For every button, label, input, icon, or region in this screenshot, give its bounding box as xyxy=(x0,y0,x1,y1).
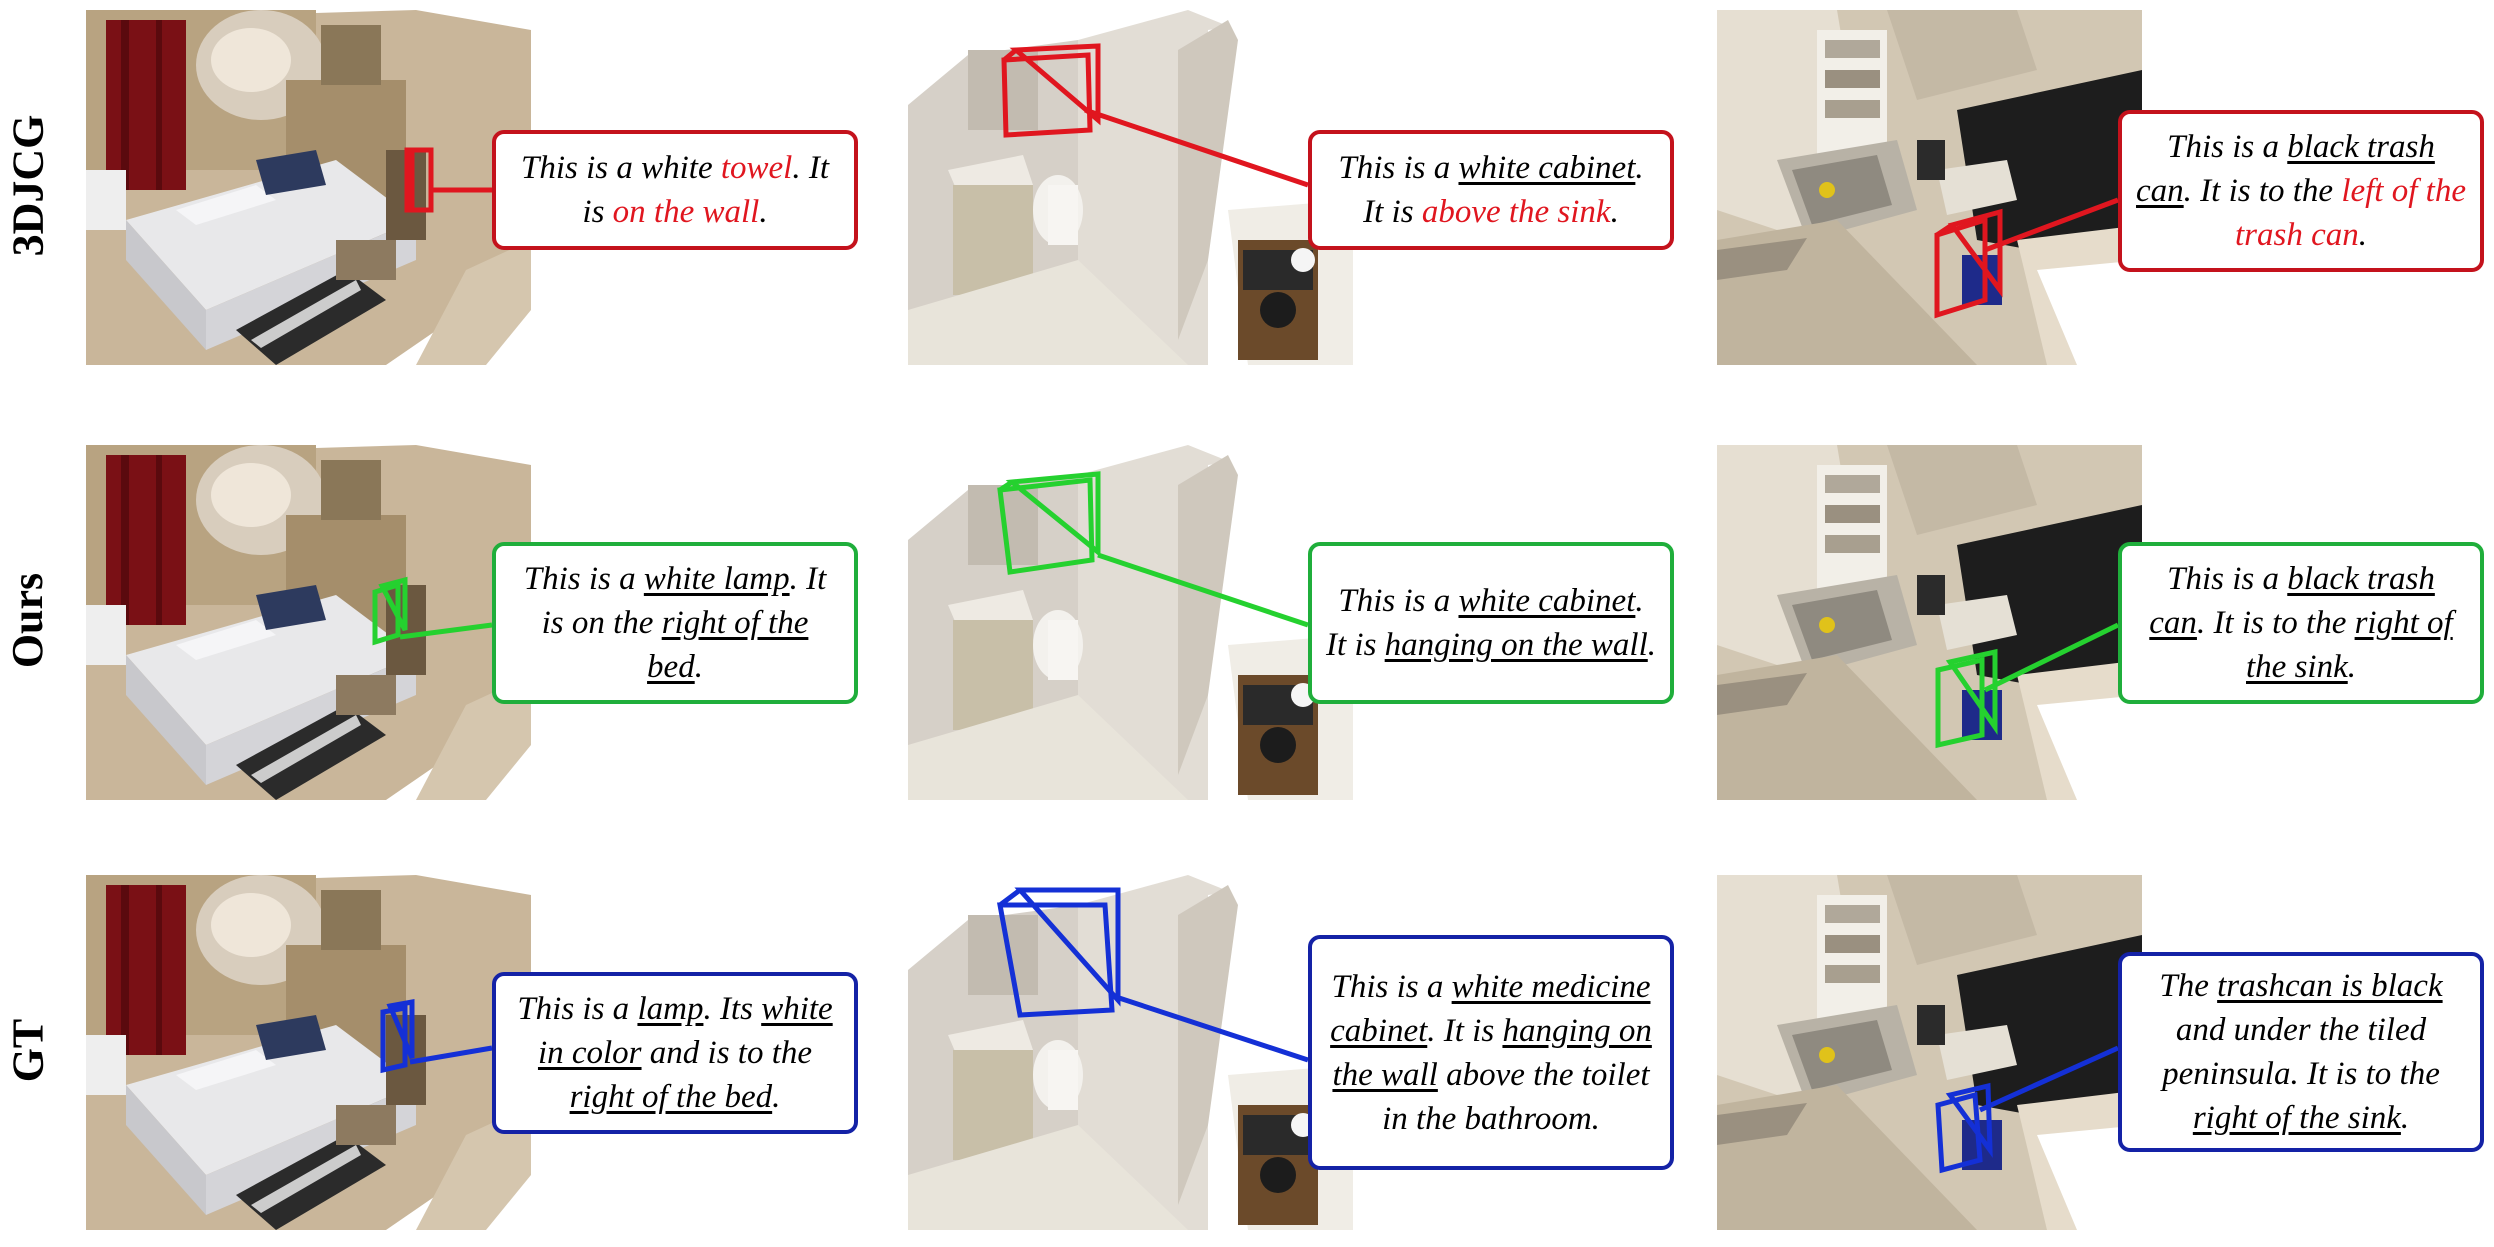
caption-3djcg-bathroom: This is a white cabinet. It is above the… xyxy=(1308,130,1674,250)
caption-ours-kitchen: This is a black trash can. It is to the … xyxy=(2118,542,2484,704)
scene-bathroom-ours xyxy=(908,445,1353,800)
caption-gt-bedroom: This is a lamp. Its white in color and i… xyxy=(492,972,858,1134)
row-label-gt: GT xyxy=(3,1018,53,1082)
caption-ours-bedroom: This is a white lamp. It is on the right… xyxy=(492,542,858,704)
caption-3djcg-bedroom: This is a white towel. It is on the wall… xyxy=(492,130,858,250)
caption-ours-bathroom: This is a white cabinet. It is hanging o… xyxy=(1308,542,1674,704)
scene-bedroom-gt xyxy=(86,875,531,1230)
caption-3djcg-kitchen: This is a black trash can. It is to the … xyxy=(2118,110,2484,272)
scene-bathroom-gt xyxy=(908,875,1353,1230)
scene-bedroom-ours xyxy=(86,445,531,800)
scene-kitchen-ours xyxy=(1717,445,2142,800)
row-label-3djcg: 3DJCG xyxy=(3,114,53,256)
row-label-ours: Ours xyxy=(3,572,53,668)
caption-gt-kitchen: The trashcan is black and under the tile… xyxy=(2118,952,2484,1152)
scene-bathroom-3djcg xyxy=(908,10,1353,365)
caption-gt-bathroom: This is a white medicine cabinet. It is … xyxy=(1308,935,1674,1170)
scene-bedroom-3djcg xyxy=(86,10,531,365)
scene-kitchen-3djcg xyxy=(1717,10,2142,365)
scene-kitchen-gt xyxy=(1717,875,2142,1230)
